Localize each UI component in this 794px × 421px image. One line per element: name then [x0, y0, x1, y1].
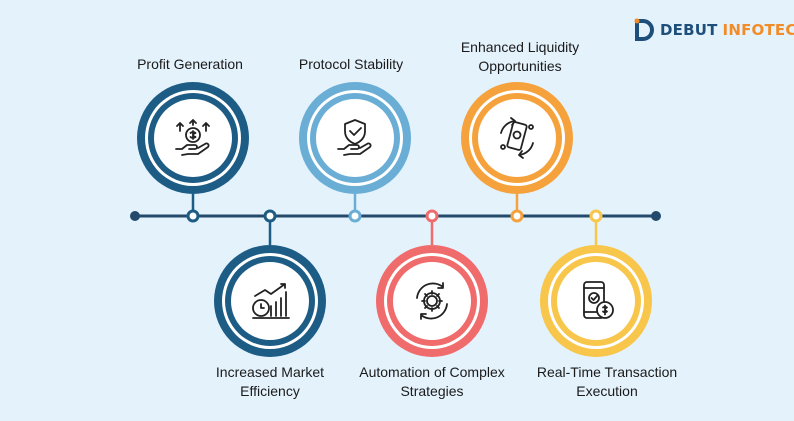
timeline-end-dot	[651, 211, 661, 221]
stage-node-enhanced-liquidity	[461, 82, 573, 194]
stage-label-enhanced-liquidity: Enhanced Liquidity Opportunities	[460, 39, 580, 74]
timeline-start-dot	[130, 211, 140, 221]
stage-label-real-time: Real-Time Transaction Execution	[536, 364, 678, 399]
brand-logo: DEBUTINFOTECH	[632, 16, 794, 44]
brand-name: DEBUTINFOTECH	[660, 21, 794, 39]
phone-exchange-icon	[500, 117, 534, 159]
timeline-dot-automation-of-complex-strategies	[425, 209, 439, 223]
timeline-dot-protocol-stability	[348, 209, 362, 223]
timeline-dot-real-time-transaction-execution	[589, 209, 603, 223]
stage-label-automation: Automation of Complex Strategies	[359, 364, 505, 399]
stage-node-profit-generation	[137, 82, 249, 194]
stage-node-protocol-stability	[299, 82, 411, 194]
timeline-dot-enhanced-liquidity-opportunities	[510, 209, 524, 223]
brand-name-part2: INFOTECH	[722, 21, 794, 39]
stage-label-increased-market-efficiency: Increased Market Efficiency	[215, 364, 325, 399]
brand-name-part1: DEBUT	[660, 21, 718, 39]
gear-cycle-icon	[416, 282, 448, 320]
phone-coin-icon	[583, 281, 614, 319]
brand-logo-mark-icon	[634, 18, 654, 41]
shield-hand-icon	[337, 119, 372, 156]
stage-node-real-time	[540, 245, 652, 357]
timeline-dot-profit-generation	[186, 209, 200, 223]
clock-bar-chart-icon	[252, 283, 290, 319]
stage-node-increased-market-efficiency	[214, 245, 326, 357]
stage-label-profit-generation: Profit Generation	[137, 56, 243, 72]
money-growth-hand-icon	[175, 119, 210, 156]
stage-node-automation	[376, 245, 488, 357]
stage-label-protocol-stability: Protocol Stability	[298, 56, 404, 72]
timeline-dot-increased-market-efficiency	[263, 209, 277, 223]
